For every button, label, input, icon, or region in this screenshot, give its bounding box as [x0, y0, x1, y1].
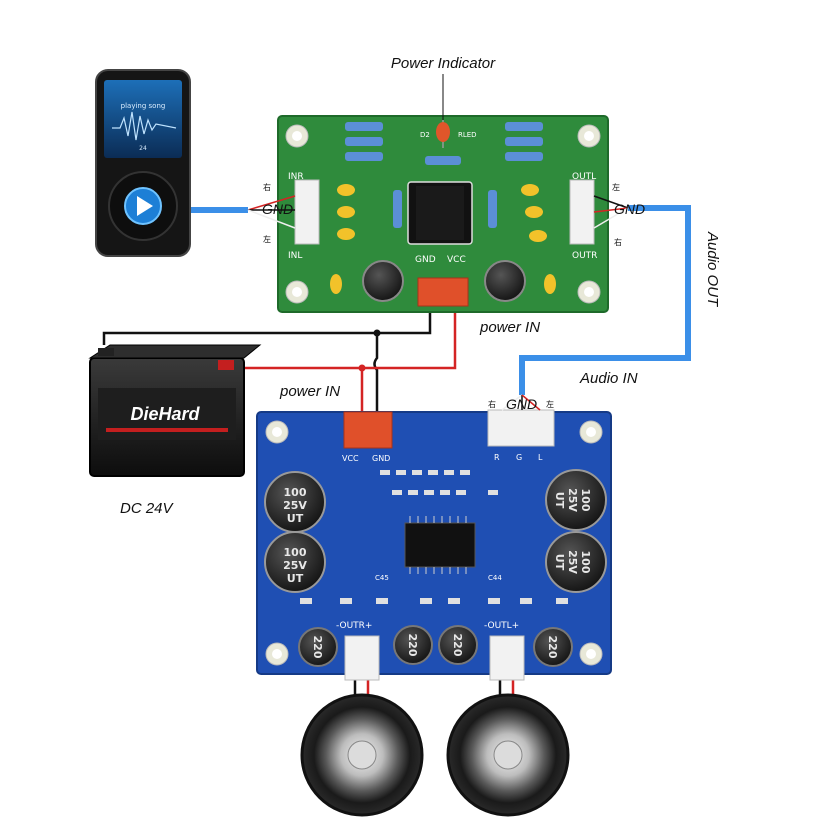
player-screen	[104, 80, 182, 158]
svg-text:100: 100	[579, 551, 592, 574]
svg-text:220: 220	[451, 634, 464, 657]
svg-text:220: 220	[546, 636, 559, 659]
svg-text:220: 220	[406, 634, 419, 657]
preamp-cap-left	[362, 260, 404, 302]
power-in-bottom-label: power IN	[279, 383, 340, 400]
amp-gnd-label: GND	[372, 454, 390, 463]
battery-brand: DieHard	[130, 404, 200, 424]
amp-cap-bottom-left: 100 25V UT	[264, 531, 326, 593]
audio-link-cable	[519, 205, 691, 395]
svg-text:25V: 25V	[566, 488, 579, 512]
amp-in-right-char: 右	[488, 399, 496, 409]
battery-positive-terminal	[218, 360, 234, 370]
preamp-in-left-char: 左	[263, 234, 271, 244]
amp-cap-top-right: 100 25V UT	[545, 469, 607, 531]
battery-ground-wire	[102, 305, 432, 345]
preamp-gnd-label: GND	[415, 255, 436, 265]
preamp-in-right-char: 右	[263, 182, 271, 192]
preamp-out-right-char: 右	[614, 237, 622, 247]
gnd-right-label: GND	[614, 201, 645, 217]
svg-text:UT: UT	[287, 572, 304, 585]
amp-ground-wire	[373, 333, 379, 412]
speaker-terminal-right	[344, 635, 380, 681]
inductors: 220 220 220 220	[298, 625, 573, 667]
preamp-input-leads: 右 左	[247, 182, 296, 244]
svg-text:100: 100	[284, 486, 307, 499]
preamp-power-connector	[417, 277, 469, 307]
inr-label: INR	[288, 172, 304, 182]
outl-label: OUTL	[572, 172, 596, 182]
input-connector	[294, 179, 320, 245]
amp-power-connector	[343, 411, 393, 449]
outl-label: -OUTL+	[484, 621, 519, 631]
battery-positive-wire	[222, 305, 457, 370]
audio-in-label: Audio IN	[579, 370, 638, 387]
power-indicator-label: Power Indicator	[391, 55, 496, 72]
preamp-vcc-label: VCC	[447, 255, 466, 265]
callouts: Power Indicator power IN power IN Audio …	[120, 55, 721, 517]
amp-cap-top-left: 100 25V UT	[264, 471, 326, 533]
smd-components	[300, 470, 568, 604]
speaker-terminal-left	[489, 635, 525, 681]
c45-label: C45	[375, 574, 389, 582]
yellow-capacitors	[330, 184, 556, 294]
amp-chip	[404, 522, 476, 568]
player-track-text: 24	[139, 145, 147, 152]
svg-text:220: 220	[311, 636, 324, 659]
amp-mounting-holes	[265, 420, 603, 666]
outr-label: -OUTR+	[336, 621, 372, 631]
amp-board: VCC GND R G L 右 左 C45 C44	[256, 394, 612, 681]
svg-text:UT: UT	[553, 554, 566, 571]
amp-in-left-char: 左	[546, 399, 554, 409]
power-led	[436, 120, 450, 148]
speaker-right	[446, 693, 570, 817]
svg-text:100: 100	[284, 546, 307, 559]
preamp-board: D2 RLED INR INL OUTL OUTR GND VCC	[277, 115, 609, 313]
svg-text:100: 100	[579, 489, 592, 512]
amp-audio-connector	[487, 409, 555, 447]
resistors	[345, 122, 543, 228]
amp-l-label: L	[538, 453, 543, 462]
c44-label: C44	[488, 574, 502, 582]
battery-negative-terminal	[98, 348, 114, 356]
power-in-top-label: power IN	[479, 319, 540, 336]
battery: DieHard	[88, 344, 262, 477]
mp3-player: playing song 24	[95, 69, 191, 257]
play-icon	[137, 196, 153, 216]
rled-label: RLED	[458, 131, 477, 139]
preamp-out-left-char: 左	[612, 182, 620, 192]
svg-text:25V: 25V	[283, 499, 307, 512]
dc-24v-label: DC 24V	[120, 500, 175, 517]
mounting-holes	[285, 124, 601, 304]
svg-text:25V: 25V	[566, 550, 579, 574]
amp-vcc-label: VCC	[342, 454, 359, 463]
output-connector	[569, 179, 595, 245]
gnd-left-label: GND	[262, 201, 293, 217]
amp-g-label: G	[516, 453, 522, 462]
waveform-icon	[112, 111, 177, 141]
amp-cap-bottom-right: 100 25V UT	[545, 531, 607, 593]
audio-out-label: Audio OUT	[704, 231, 721, 308]
svg-text:UT: UT	[287, 512, 304, 525]
d2-label: D2	[420, 131, 430, 139]
svg-text:UT: UT	[553, 492, 566, 509]
amp-r-label: R	[494, 453, 500, 462]
svg-text:25V: 25V	[283, 559, 307, 572]
player-song-text: playing song	[121, 102, 166, 110]
preamp-output-leads: 左 右	[593, 182, 629, 247]
inl-label: INL	[288, 251, 302, 261]
outr-label: OUTR	[572, 251, 597, 261]
gnd-bottom-label: GND	[506, 396, 537, 412]
speaker-left	[300, 693, 424, 817]
preamp-cap-right	[484, 260, 526, 302]
